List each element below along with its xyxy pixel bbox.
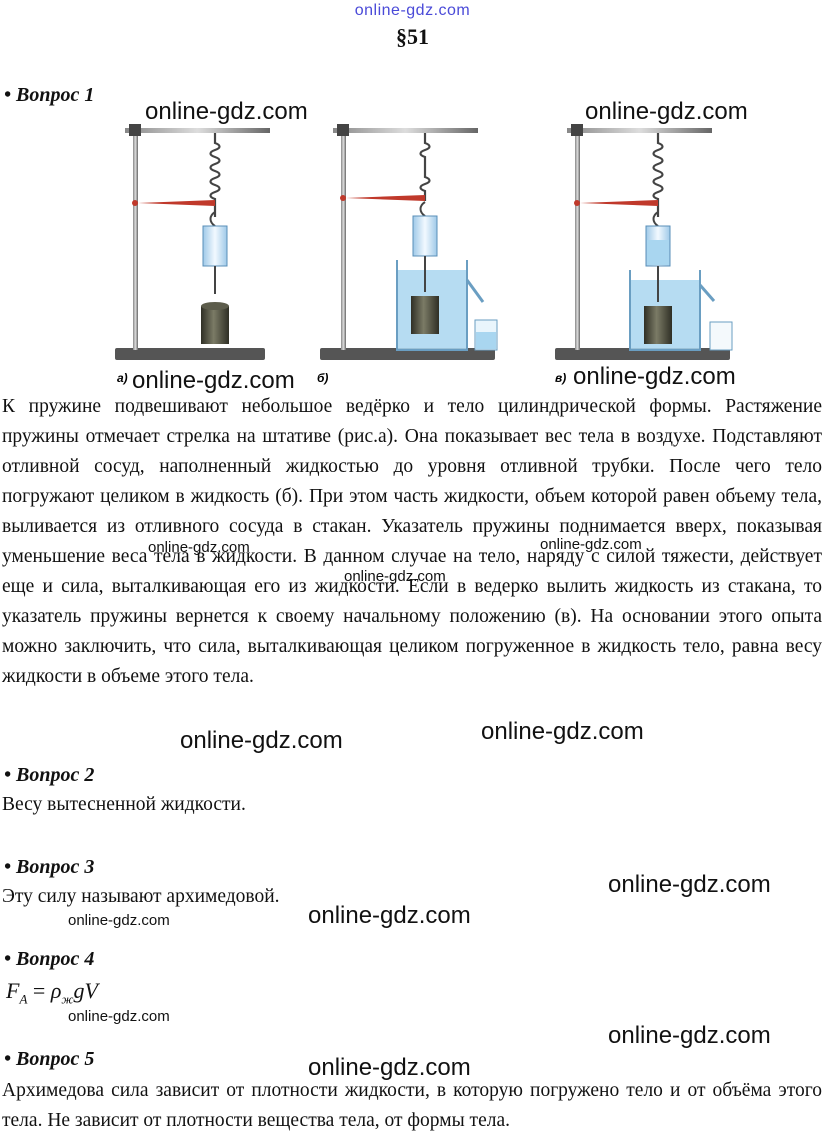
watermark: online-gdz.com — [132, 367, 295, 394]
question-4-heading: • Вопрос 4 — [4, 948, 95, 970]
watermark: online-gdz.com — [481, 718, 644, 745]
question-2-answer: Весу вытесненной жидкости. — [2, 794, 246, 815]
apparatus-c — [555, 124, 733, 360]
apparatus-a — [115, 124, 270, 360]
site-watermark-top[interactable]: online-gdz.com — [354, 2, 471, 19]
watermark: online-gdz.com — [540, 536, 642, 553]
archimedes-experiment-figure: а) б) в) — [115, 124, 733, 385]
apparatus-b — [320, 124, 498, 360]
watermark: online-gdz.com — [180, 727, 343, 754]
question-3-answer: Эту силу называют архимедовой. — [2, 886, 280, 907]
watermark: online-gdz.com — [573, 363, 736, 390]
watermark: online-gdz.com — [585, 98, 748, 125]
figure-label-a: а) — [117, 371, 128, 385]
watermark: online-gdz.com — [68, 912, 170, 929]
question-5-answer: Архимедова сила зависит от плотности жид… — [2, 1080, 822, 1131]
question-2-heading: • Вопрос 2 — [4, 764, 95, 786]
watermark: online-gdz.com — [608, 871, 771, 898]
watermark: online-gdz.com — [308, 902, 471, 929]
watermark: online-gdz.com — [344, 568, 446, 585]
watermark: online-gdz.com — [148, 539, 250, 556]
watermark: online-gdz.com — [145, 98, 308, 125]
figure-label-c: в) — [555, 371, 566, 385]
question-5-heading: • Вопрос 5 — [4, 1048, 95, 1070]
watermark: online-gdz.com — [308, 1054, 471, 1081]
figure-label-b: б) — [317, 371, 328, 385]
question-3-heading: • Вопрос 3 — [4, 856, 95, 878]
watermark: online-gdz.com — [608, 1022, 771, 1049]
watermark: online-gdz.com — [68, 1008, 170, 1025]
archimedes-formula: FA = ρжgV — [6, 978, 98, 1007]
question-1-answer: К пружине подвешивают небольшое ведёрко … — [2, 396, 822, 687]
section-title: §51 — [396, 24, 429, 49]
question-1-heading: • Вопрос 1 — [4, 84, 95, 106]
